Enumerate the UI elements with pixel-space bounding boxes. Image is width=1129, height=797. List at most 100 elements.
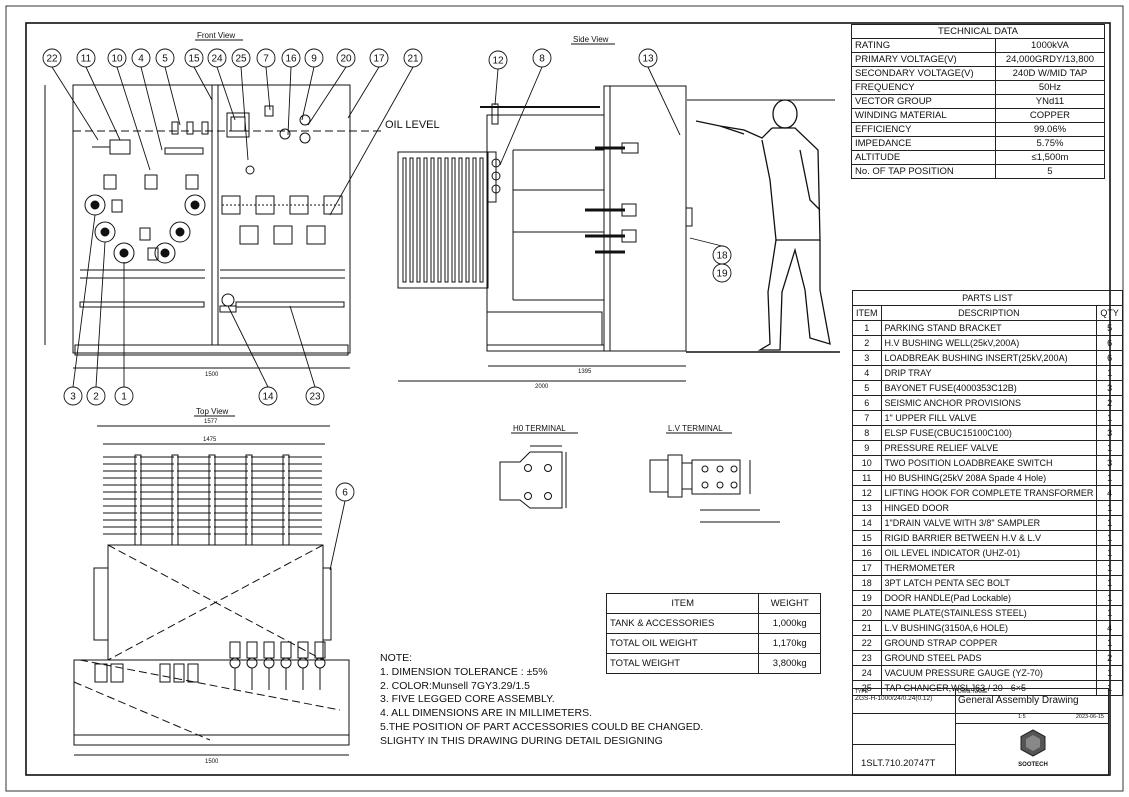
- weight-header-item: ITEM: [605, 593, 760, 614]
- part-description: LOADBREAK BUSHING INSERT(25kV,200A): [880, 350, 1098, 366]
- part-qty: 4: [1096, 620, 1123, 636]
- callout-2: 2: [86, 241, 106, 406]
- callout-14: 14: [227, 305, 278, 406]
- callout-5: 5: [155, 48, 181, 126]
- part-description: 1" UPPER FILL VALVE: [880, 410, 1098, 426]
- svg-text:14: 14: [262, 392, 274, 403]
- notes-block: NOTE: 1. DIMENSION TOLERANCE : ±5%2. COL…: [380, 652, 703, 749]
- parts-list-title: PARTS LIST: [852, 290, 1123, 306]
- top-inner-dim: 1475: [203, 437, 217, 443]
- tech-param: ALTITUDE: [851, 150, 996, 165]
- weight-value: 1,170kg: [758, 633, 821, 654]
- side-inner-dim: 1395: [578, 369, 592, 375]
- svg-text:20: 20: [340, 54, 352, 65]
- part-qty: 1: [1096, 575, 1123, 591]
- part-qty: 1: [1096, 470, 1123, 486]
- part-description: BAYONET FUSE(4000353C12B): [880, 380, 1098, 396]
- part-qty: 6: [1096, 350, 1123, 366]
- part-description: PRESSURE RELIEF VALVE: [880, 440, 1098, 456]
- part-qty: 1: [1096, 560, 1123, 576]
- part-qty: 1: [1096, 365, 1123, 381]
- part-item: 5: [852, 380, 882, 396]
- part-qty: 1: [1096, 605, 1123, 621]
- weight-value: 3,800kg: [758, 653, 821, 674]
- part-qty: 1: [1096, 500, 1123, 516]
- title-block: TYPE ZGS-H-1000/24/0.24(0.12) DWG. NAME …: [852, 688, 1109, 776]
- tech-param: EFFICIENCY: [851, 122, 996, 137]
- weight-item: TOTAL OIL WEIGHT: [605, 633, 760, 654]
- weight-value: 1,000kg: [758, 613, 821, 634]
- svg-text:19: 19: [716, 269, 728, 280]
- svg-text:3: 3: [70, 392, 76, 403]
- part-description: DRIP TRAY: [880, 365, 1098, 381]
- tech-param: No. OF TAP POSITION: [851, 164, 996, 179]
- svg-text:24: 24: [211, 54, 223, 65]
- tech-value: 99.06%: [994, 122, 1106, 137]
- part-qty: 2: [1096, 650, 1123, 666]
- part-item: 9: [852, 440, 882, 456]
- callout-11: 11: [76, 48, 121, 141]
- svg-text:10: 10: [111, 54, 123, 65]
- top-view: Top View 1577 1475 1500: [73, 407, 350, 765]
- part-item: 12: [852, 485, 882, 501]
- part-item: 23: [852, 650, 882, 666]
- side-view-title: Side View: [573, 35, 609, 44]
- tech-value: YNd11: [994, 94, 1106, 109]
- weight-item: TOTAL WEIGHT: [605, 653, 760, 674]
- parts-header-item: ITEM: [852, 305, 882, 321]
- part-item: 21: [852, 620, 882, 636]
- tech-row: SECONDARY VOLTAGE(V)240D W/MID TAP: [851, 66, 1106, 81]
- weight-item: TANK & ACCESSORIES: [605, 613, 760, 634]
- svg-text:13: 13: [642, 54, 654, 65]
- svg-text:1: 1: [121, 392, 127, 403]
- part-qty: 1: [1096, 440, 1123, 456]
- note-line: 3. FIVE LEGGED CORE ASSEMBLY.: [380, 693, 555, 706]
- part-description: RIGID BARRIER BETWEEN H.V & L.V: [880, 530, 1098, 546]
- tech-value: 240D W/MID TAP: [994, 66, 1106, 81]
- part-item: 14: [852, 515, 882, 531]
- callout-3: 3: [63, 214, 96, 406]
- tech-value: 1000kVA: [994, 38, 1106, 53]
- tech-param: RATING: [851, 38, 996, 53]
- part-description: LIFTING HOOK FOR COMPLETE TRANSFORMER: [880, 485, 1098, 501]
- top-view-title: Top View: [196, 407, 229, 416]
- part-qty: 1: [1096, 665, 1123, 681]
- callout-17: 17: [347, 48, 389, 119]
- part-description: ELSP FUSE(CBUC15100C100): [880, 425, 1098, 441]
- callout-8: 8: [499, 48, 552, 166]
- tech-param: WINDING MATERIAL: [851, 108, 996, 123]
- callout-21: 21: [329, 48, 423, 216]
- part-description: OIL LEVEL INDICATOR (UHZ-01): [880, 545, 1098, 561]
- note-line: SLIGHTY IN THIS DRAWING DURING DETAIL DE…: [380, 734, 663, 747]
- hv-terminal-title: H0 TERMINAL: [513, 424, 566, 433]
- dwg-name: General Assembly Drawing: [958, 695, 1079, 706]
- lv-terminal-title: L.V TERMINAL: [668, 424, 723, 433]
- callout-10: 10: [107, 48, 151, 171]
- svg-text:15: 15: [188, 54, 200, 65]
- callout-20: 20: [307, 48, 356, 126]
- tech-param: PRIMARY VOLTAGE(V): [851, 52, 996, 67]
- svg-text:2: 2: [93, 392, 99, 403]
- part-item: 6: [852, 395, 882, 411]
- part-qty: 1: [1096, 635, 1123, 651]
- callout-18: 18: [689, 237, 732, 265]
- top-base-dim: 1500: [205, 759, 219, 765]
- callout-24: 24: [207, 48, 236, 121]
- note-line: 4. ALL DIMENSIONS ARE IN MILLIMETERS.: [380, 707, 593, 720]
- part-description: NAME PLATE(STAINLESS STEEL): [880, 605, 1098, 621]
- part-qty: 1: [1096, 590, 1123, 606]
